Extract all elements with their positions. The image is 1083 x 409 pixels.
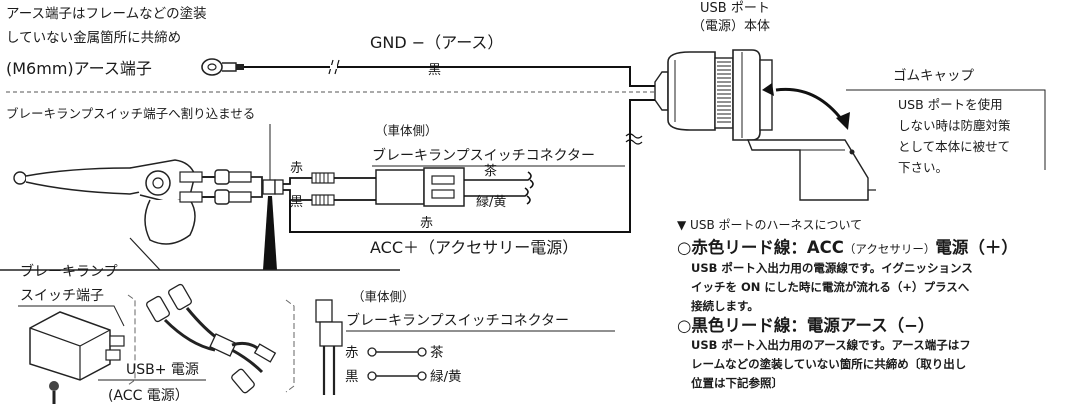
connector-name-label: ブレーキランプスイッチコネクター bbox=[372, 147, 595, 164]
branch-wire-black bbox=[283, 189, 312, 201]
lower-connector-name: ブレーキランプスイッチコネクター bbox=[346, 312, 569, 329]
harness-notes: ▼ USB ポートのハーネスについて ○赤色リード線：ACC（アクセサリー）電源… bbox=[677, 216, 1080, 393]
lower-green-yellow-label: 緑/黄 bbox=[430, 369, 462, 385]
ground-terminal-label: (M6mm)アース端子 bbox=[6, 59, 152, 78]
usb-port-label-line1: USB ポート bbox=[700, 1, 770, 16]
red-lead-title-main: 赤色リード線：ACC bbox=[691, 238, 844, 257]
red-lead-mark: ○ bbox=[677, 238, 692, 257]
acc-power-label: (ACC 電源） bbox=[108, 388, 189, 404]
ground-wire bbox=[244, 66, 655, 87]
ground-note-line1: アース端子はフレームなどの塗装 bbox=[6, 5, 207, 22]
rubber-cap-note-line2: しない時は防塵対策 bbox=[898, 118, 1011, 133]
lower-brown-label: 茶 bbox=[430, 345, 444, 361]
ground-section: アース端子はフレームなどの塗装 していない金属箇所に共締め (M6mm)アース端… bbox=[6, 5, 655, 87]
notes-heading: ▼ USB ポートのハーネスについて bbox=[677, 218, 863, 232]
usb-port-section: USB ポート （電源）本体 ゴムキャップ USB ポートを使用 bbox=[648, 1, 1046, 201]
splice-note: ブレーキランプスイッチ端子へ割り込ませる bbox=[6, 106, 255, 121]
black-lead-title: ○黒色リード線：電源アース（−） bbox=[677, 316, 1080, 336]
red-lead-title: ○赤色リード線：ACC（アクセサリー）電源（＋） bbox=[677, 238, 1080, 259]
rubber-cap-note-line1: USB ポートを使用 bbox=[898, 97, 1003, 112]
brake-splice-section: ブレーキランプスイッチ端子へ割り込ませる 赤 黒 bbox=[6, 99, 655, 270]
lower-wire-pairs bbox=[367, 347, 427, 381]
lower-connector-side: （車体側） bbox=[352, 289, 415, 304]
branch-wire-red bbox=[283, 177, 312, 185]
rubber-cap-icon bbox=[746, 139, 876, 201]
brake-switch-icon bbox=[29, 311, 125, 404]
rubber-cap-note-line4: 下さい。 bbox=[898, 160, 948, 175]
ground-wire-color-label: 黒 bbox=[428, 63, 441, 78]
acc-red-label: 赤 bbox=[420, 216, 433, 231]
splice-harness-icon bbox=[146, 283, 277, 394]
black-lead-line2: レームなどの塗装していない箇所に共締め〔取り出し bbox=[691, 357, 967, 371]
red-lead-line1: USB ポート入出力用の電源線です。イグニッションス bbox=[691, 261, 973, 275]
black-lead-line1: USB ポート入出力用のアース線です。アース端子はフ bbox=[691, 338, 971, 352]
lower-terminal-line1: ブレーキランプ bbox=[20, 263, 118, 280]
lower-detail-section: ブレーキランプ スイッチ端子 USB+ 電源 (ACC 電源） （車 bbox=[0, 237, 615, 404]
ring-terminal-icon bbox=[201, 58, 244, 76]
usb-power-label: USB+ 電源 bbox=[126, 362, 199, 378]
lower-red-label: 赤 bbox=[345, 345, 359, 361]
connector-wire-brown bbox=[464, 171, 534, 189]
black-lead-line3: 位置は下記参照〕 bbox=[691, 376, 783, 390]
usb-port-body-icon bbox=[648, 49, 773, 141]
lower-black-label: 黒 bbox=[345, 369, 359, 385]
rubber-cap-title: ゴムキャップ bbox=[893, 67, 974, 84]
lower-vehicle-connector-icon bbox=[315, 299, 343, 395]
acc-label: ACC＋（アクセサリー電源） bbox=[370, 238, 578, 257]
gnd-label: GND −（アース） bbox=[370, 33, 503, 52]
right-brown-label: 茶 bbox=[484, 163, 497, 179]
rubber-cap-callout bbox=[868, 89, 1046, 170]
usb-port-label-line2: （電源）本体 bbox=[692, 19, 770, 34]
rubber-cap-note-line3: として本体に被せて bbox=[898, 139, 1010, 154]
brake-lever-icon bbox=[13, 159, 203, 245]
left-red-label: 赤 bbox=[290, 161, 303, 176]
lower-terminal-line2: スイッチ端子 bbox=[20, 288, 104, 304]
connector-wire-green-yellow bbox=[464, 187, 531, 205]
spade-connectors-icon bbox=[202, 169, 284, 205]
red-lead-line3: 接続します。 bbox=[691, 299, 759, 313]
inline-connector-icon bbox=[311, 194, 335, 206]
left-black-label: 黒 bbox=[290, 195, 303, 210]
red-lead-title-small: （アクセサリー） bbox=[843, 242, 936, 256]
inline-connector-icon bbox=[311, 172, 335, 184]
ground-note-line2: していない金属箇所に共締め bbox=[6, 29, 181, 46]
detail-pointer bbox=[263, 196, 277, 270]
wire-break-mark bbox=[625, 133, 643, 145]
red-lead-line2: イッチを ON にした時に電流が流れる（+）プラスへ bbox=[691, 280, 970, 294]
vehicle-connector-icon bbox=[346, 167, 465, 207]
cap-arrow-icon bbox=[775, 87, 844, 121]
connector-side-label: （車体側） bbox=[375, 123, 438, 138]
right-green-yellow-label: 緑/黄 bbox=[476, 195, 506, 210]
black-lead-mark: ○ bbox=[677, 316, 692, 335]
acc-wire bbox=[289, 99, 655, 233]
red-lead-title-end: 電源（＋） bbox=[935, 238, 1018, 257]
black-lead-title-main: 黒色リード線：電源アース（−） bbox=[691, 316, 935, 335]
